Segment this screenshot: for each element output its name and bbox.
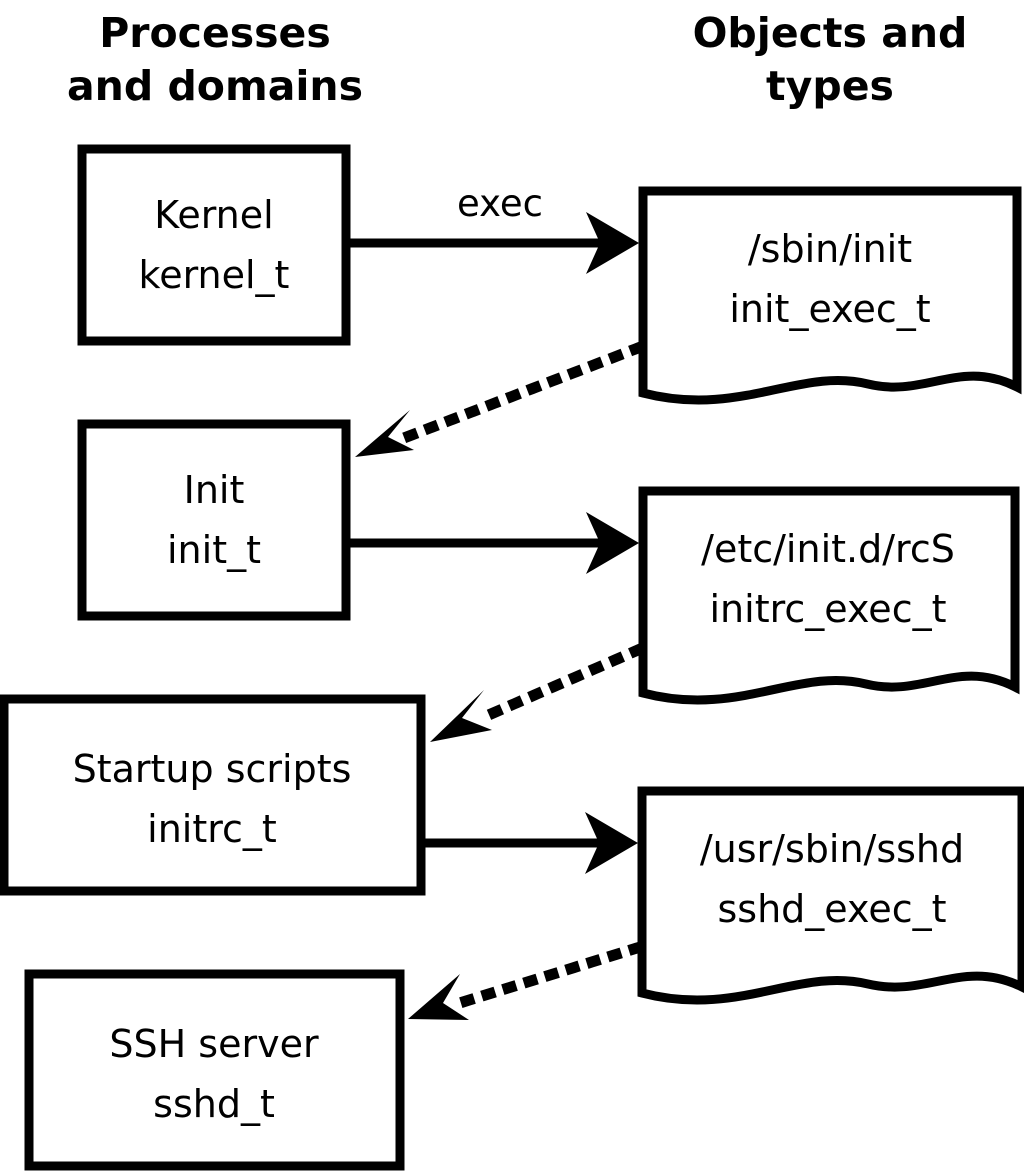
edge-kernel-exec-init_exec: exec bbox=[350, 182, 639, 274]
edge-label-exec: exec bbox=[457, 182, 543, 225]
edge-initrc_exec-transition-initrc-arrowhead bbox=[430, 690, 492, 742]
edge-sshd_exec-transition-sshd-line bbox=[456, 941, 644, 1009]
process-node-sshd-box[interactable] bbox=[24, 969, 405, 1171]
edge-init_exec-transition-init bbox=[355, 340, 646, 457]
edge-initrc_exec-transition-initrc bbox=[430, 642, 646, 742]
object-node-init_exec[interactable]: /sbin/init init_exec_t bbox=[638, 186, 1022, 405]
object-node-initrc_exec-line2: initrc_exec_t bbox=[710, 587, 947, 631]
process-node-sshd-line1: SSH server bbox=[109, 1022, 319, 1066]
process-node-sshd[interactable]: SSH server sshd_t bbox=[24, 969, 405, 1171]
object-node-sshd_exec-document-shape[interactable] bbox=[637, 786, 1024, 1005]
process-node-kernel-line1: Kernel bbox=[154, 193, 273, 237]
column-header-objects-line2: types bbox=[766, 62, 894, 110]
process-node-initrc[interactable]: Startup scripts initrc_t bbox=[0, 694, 426, 896]
object-node-init_exec-document-shape[interactable] bbox=[638, 186, 1022, 405]
process-node-kernel-box[interactable] bbox=[77, 144, 351, 346]
process-node-initrc-box[interactable] bbox=[0, 694, 426, 896]
edge-sshd_exec-transition-sshd bbox=[408, 941, 644, 1020]
object-node-sshd_exec-line1: /usr/sbin/sshd bbox=[700, 827, 964, 871]
object-node-sshd_exec-line2: sshd_exec_t bbox=[717, 887, 946, 931]
object-node-sshd_exec[interactable]: /usr/sbin/sshd sshd_exec_t bbox=[637, 786, 1024, 1005]
object-node-initrc_exec[interactable]: /etc/init.d/rcS initrc_exec_t bbox=[638, 486, 1020, 705]
process-node-init[interactable]: Init init_t bbox=[77, 419, 351, 621]
column-header-processes-line2: and domains bbox=[67, 62, 363, 110]
edge-initrc-exec-sshd_exec-arrowhead bbox=[585, 812, 638, 874]
edge-init-exec-initrc_exec-arrowhead bbox=[586, 512, 639, 574]
object-node-init_exec-line1: /sbin/init bbox=[748, 227, 912, 271]
object-node-initrc_exec-line1: /etc/init.d/rcS bbox=[701, 527, 955, 571]
edge-init-exec-initrc_exec bbox=[350, 512, 639, 574]
process-node-init-box[interactable] bbox=[77, 419, 351, 621]
process-node-sshd-line2: sshd_t bbox=[153, 1082, 275, 1126]
process-node-kernel-line2: kernel_t bbox=[139, 253, 290, 297]
process-node-init-line1: Init bbox=[184, 468, 245, 512]
column-header-objects-line1: Objects and bbox=[693, 9, 968, 57]
object-node-initrc_exec-document-shape[interactable] bbox=[638, 486, 1020, 705]
edge-initrc_exec-transition-initrc-line bbox=[476, 642, 646, 725]
edge-sshd_exec-transition-sshd-arrowhead bbox=[408, 974, 469, 1020]
edge-init_exec-transition-init-arrowhead bbox=[355, 410, 414, 457]
edge-kernel-exec-init_exec-arrowhead bbox=[586, 212, 639, 274]
process-node-initrc-line2: initrc_t bbox=[147, 807, 277, 851]
edge-initrc-exec-sshd_exec bbox=[425, 812, 638, 874]
edge-init_exec-transition-init-line bbox=[396, 340, 646, 446]
process-node-kernel[interactable]: Kernel kernel_t bbox=[77, 144, 351, 346]
column-header-processes: Processes and domains bbox=[67, 9, 363, 110]
column-header-objects: Objects and types bbox=[693, 9, 968, 110]
object-node-init_exec-line2: init_exec_t bbox=[729, 287, 930, 331]
process-node-init-line2: init_t bbox=[167, 528, 261, 572]
column-header-processes-line1: Processes bbox=[99, 9, 331, 57]
process-node-initrc-line1: Startup scripts bbox=[73, 747, 352, 791]
